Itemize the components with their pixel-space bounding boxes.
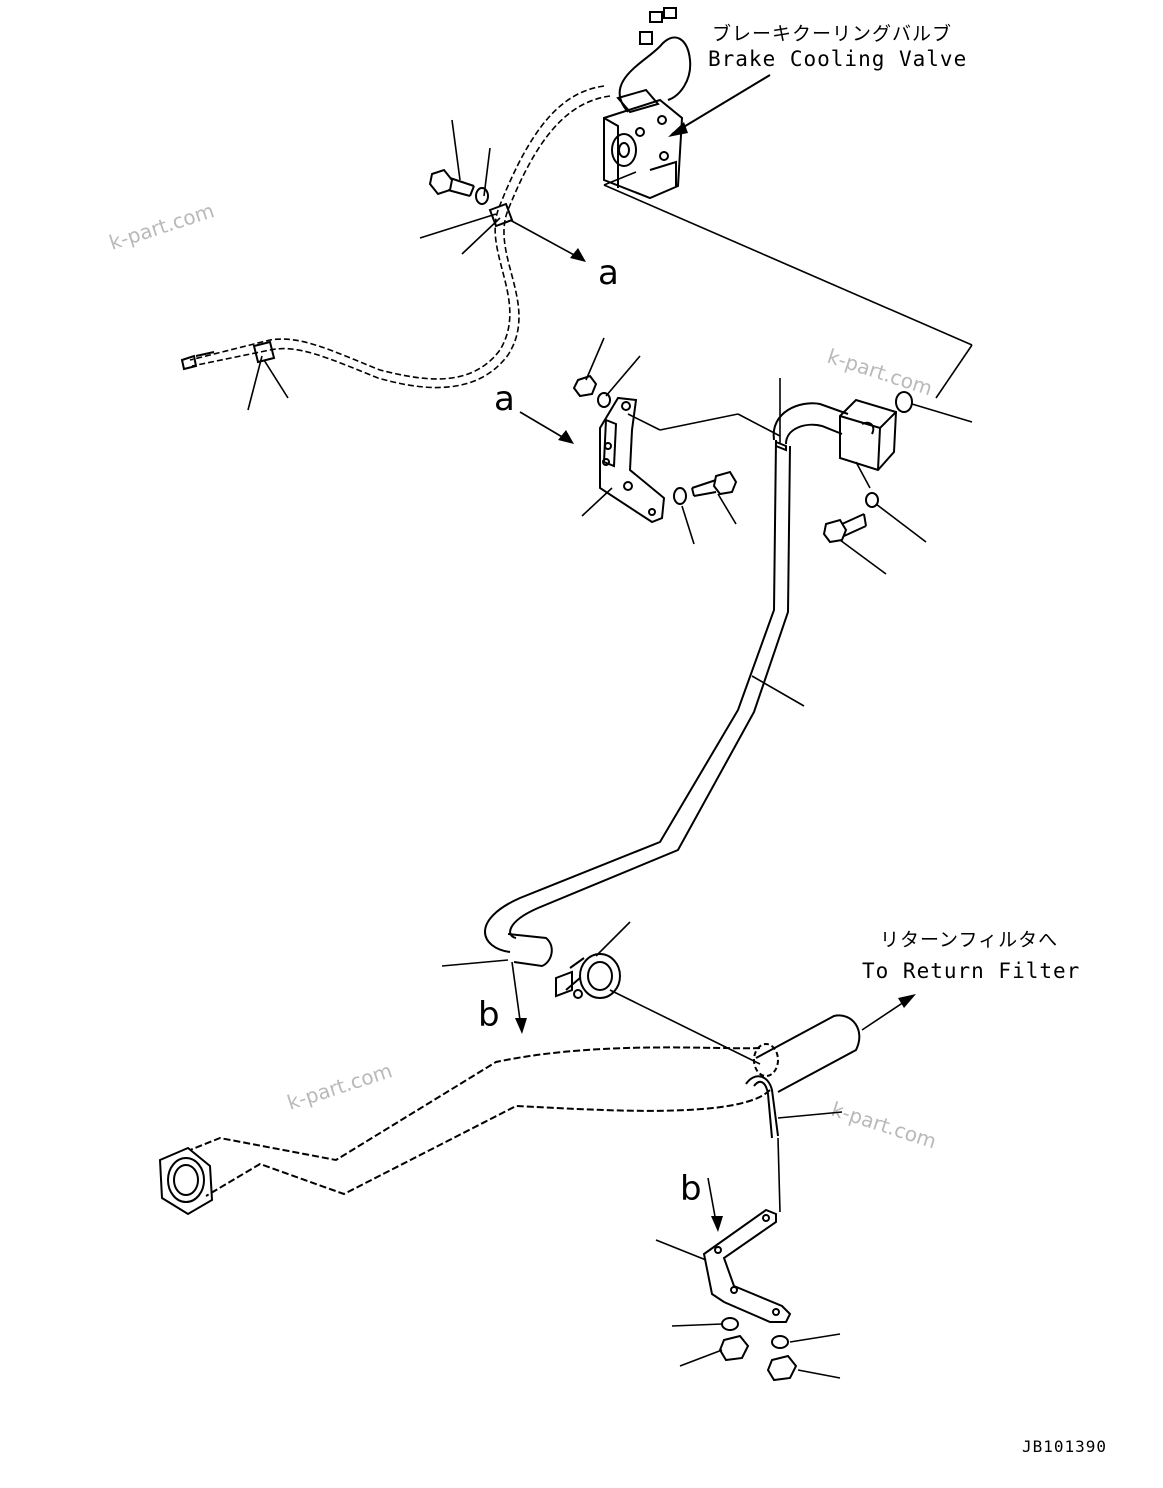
view-ref-b-lower: b [680, 1169, 702, 1209]
o-ring [895, 391, 913, 413]
valve-label-en: Brake Cooling Valve [708, 47, 967, 71]
view-a-arrowhead [570, 248, 586, 262]
bracket-b-arrowhead [711, 1216, 723, 1232]
washer [475, 187, 489, 205]
valve-leader [671, 74, 771, 135]
washer [771, 1335, 789, 1349]
watermark: k-part.com [106, 198, 217, 254]
view-ref-a-upper: a [598, 253, 619, 293]
u-bolt [745, 1075, 779, 1139]
drawing-code: JB101390 [1022, 1437, 1107, 1456]
wire-harness [189, 85, 611, 389]
bracket-b-leader [707, 1177, 717, 1223]
leader-lines [441, 921, 761, 1065]
pipe-outlet [753, 1014, 861, 1093]
washer [865, 492, 879, 508]
bracket-a-arrowhead [558, 430, 574, 444]
view-b-leader [511, 961, 521, 1021]
leader-lines [777, 1111, 843, 1213]
pipe-clamp [775, 440, 787, 452]
pipe-leader [751, 675, 805, 707]
harness-clip [252, 202, 514, 364]
valve-arrowhead [668, 122, 688, 137]
support-bracket [702, 1208, 792, 1323]
view-b-arrowhead [515, 1018, 527, 1034]
pipe-clamp [555, 953, 621, 999]
mounting-bracket [599, 396, 666, 524]
return-pipe [484, 402, 849, 968]
view-ref-a-lower: a [494, 379, 515, 419]
pipe-flange [158, 1146, 214, 1216]
watermark: k-part.com [824, 344, 935, 400]
bolt [691, 470, 738, 497]
nut [718, 1334, 798, 1382]
bolt [822, 513, 867, 544]
bracket-a-leader [519, 411, 565, 439]
bolt [428, 168, 475, 197]
washer [721, 1317, 739, 1331]
leader-lines [839, 403, 973, 575]
leader-lines [247, 119, 973, 411]
leader-lines [655, 1239, 841, 1379]
filter-label-en: To Return Filter [862, 959, 1080, 983]
nut [572, 374, 598, 398]
leader-lines [581, 337, 781, 545]
filter-arrowhead [898, 994, 916, 1008]
brake-cooling-valve [603, 7, 692, 200]
watermark: k-part.com [828, 1097, 939, 1153]
washer [673, 487, 687, 505]
lower-pipe [189, 1046, 771, 1197]
filter-label-jp: リターンフィルタへ [880, 929, 1058, 951]
flange-block [839, 398, 898, 472]
view-ref-b-upper: b [478, 995, 500, 1035]
watermark: k-part.com [284, 1058, 395, 1114]
washer [597, 392, 611, 408]
valve-label-jp: ブレーキクーリングバルブ [712, 22, 952, 45]
view-a-leader [509, 219, 577, 257]
harness-connector [180, 351, 215, 371]
